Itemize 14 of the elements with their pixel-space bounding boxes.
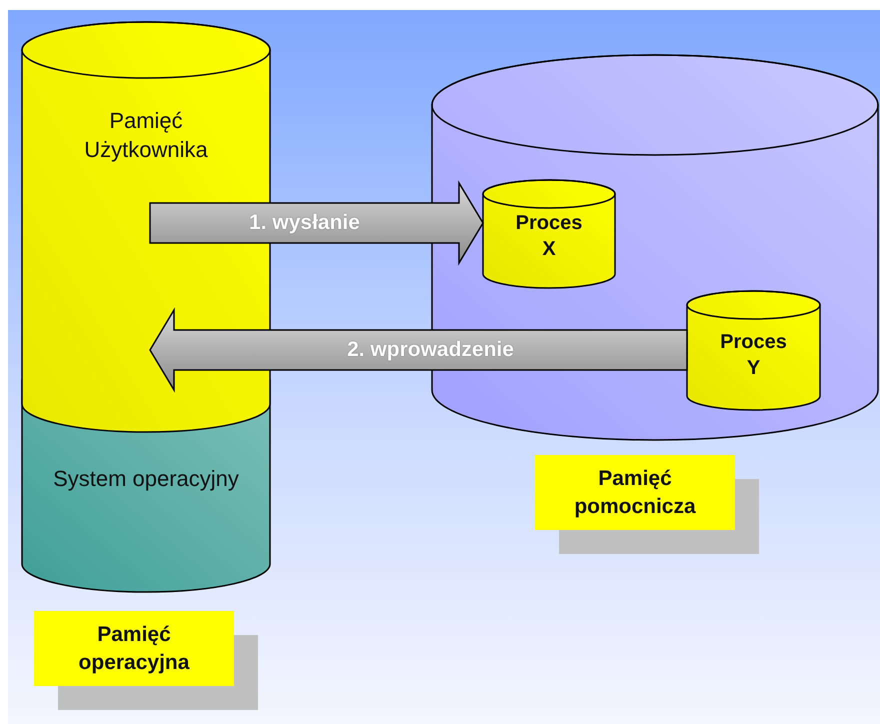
edge-label: 1. wysłanie — [249, 211, 360, 235]
node-title: Pamięć operacyjna — [78, 622, 190, 676]
block-arrow — [149, 180, 484, 266]
node-label: System operacyjny — [52, 465, 240, 493]
process-cylinder — [687, 291, 820, 410]
edge-label: 2. wprowadzenie — [347, 338, 514, 362]
caption-box — [34, 611, 234, 686]
block-arrow — [149, 307, 688, 393]
node-title: Proces X — [514, 211, 584, 262]
process-cylinder — [483, 180, 615, 288]
node-label: Pamięć Użytkownika — [83, 107, 209, 164]
node-title: Pamięć pomocnicza — [573, 466, 697, 520]
caption-box — [535, 455, 735, 530]
node-title: Proces Y — [719, 330, 788, 381]
